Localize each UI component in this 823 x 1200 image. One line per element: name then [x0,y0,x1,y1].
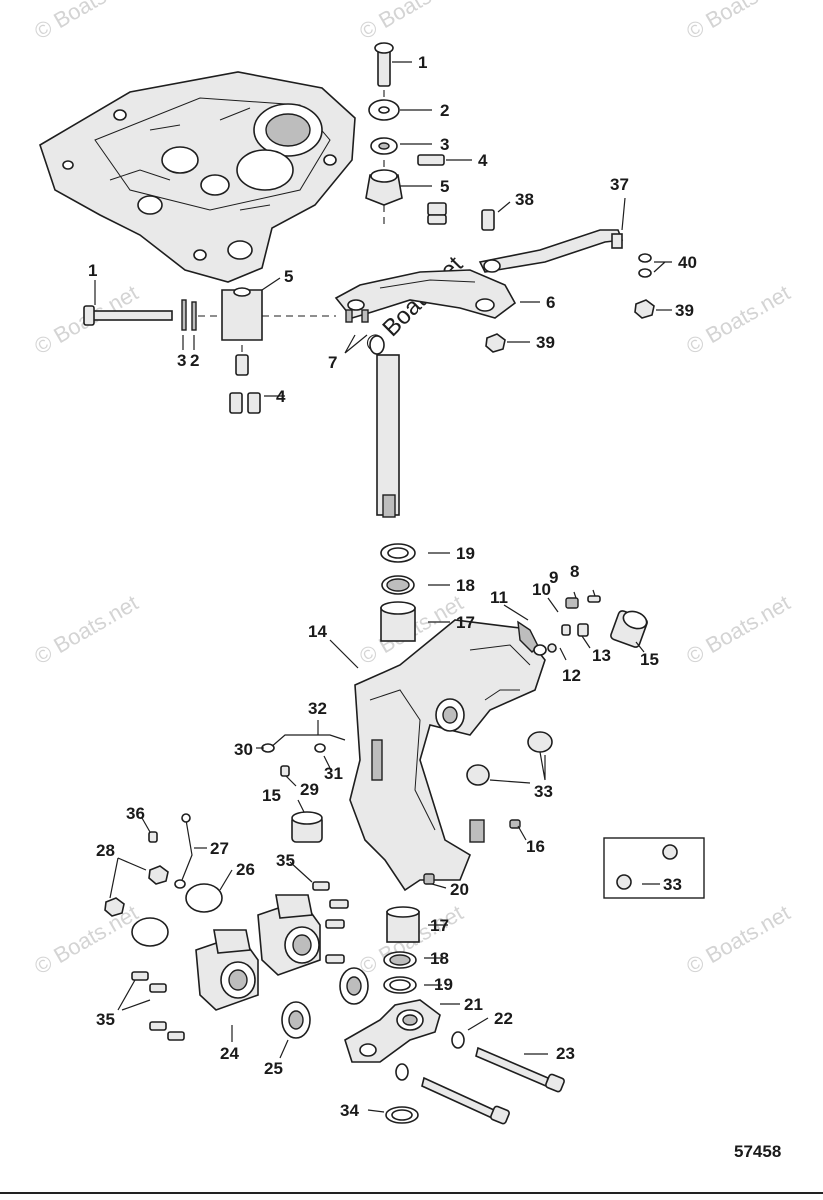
callout-33: 33 [663,875,682,894]
callout-9: 9 [549,568,558,587]
callout-19: 19 [434,975,453,994]
watermark: © Boats.net [30,900,142,979]
callouts: 1 2 3 4 5 38 37 40 1 5 6 39 39 3 2 7 4 1… [88,53,697,1120]
callout-1: 1 [418,53,427,72]
figure-number: 57458 [734,1142,781,1161]
bushings-33 [423,731,553,885]
callout-39: 39 [536,333,555,352]
callout-22: 22 [494,1009,513,1028]
callout-15: 15 [640,650,659,669]
mount-bolts [131,881,349,1041]
inset-box [603,837,705,899]
bottom-rule [0,1192,823,1194]
callout-2: 2 [190,351,199,370]
watermark: © Boats.net [682,590,794,669]
lower-hardware [385,1031,565,1125]
callout-10: 10 [532,580,551,599]
callout-28: 28 [96,841,115,860]
watermark: © Boats.net [30,0,142,44]
callout-3: 3 [177,351,186,370]
swivel-hardware [517,595,648,656]
right-hardware [481,209,655,353]
leader-lines [94,61,672,1113]
callout-33: 33 [534,782,553,801]
callout-1: 1 [88,261,97,280]
lower-left-hardware [104,813,223,947]
watermark: © Boats.net [682,280,794,359]
adapter-plate [39,71,356,283]
callout-7: 7 [328,353,337,372]
callout-15: 15 [262,786,281,805]
callout-29: 29 [300,780,319,799]
lower-mounts [195,894,321,1011]
callout-40: 40 [678,253,697,272]
callout-16: 16 [526,837,545,856]
steering-arm [334,269,517,323]
callout-5: 5 [284,267,293,286]
callout-8: 8 [570,562,579,581]
callout-39: 39 [675,301,694,320]
mount-washers [281,967,369,1039]
callout-18: 18 [456,576,475,595]
lower-yoke [344,999,441,1063]
callout-18: 18 [430,949,449,968]
callout-25: 25 [264,1059,283,1078]
callout-32: 32 [308,699,327,718]
callout-3: 3 [440,135,449,154]
swivel-bracket [349,619,546,892]
callout-19: 19 [456,544,475,563]
callout-17: 17 [430,916,449,935]
callout-35: 35 [96,1010,115,1029]
callout-5: 5 [440,177,449,196]
callout-38: 38 [515,190,534,209]
watermark: © Boats.net [355,0,467,44]
callout-30: 30 [234,740,253,759]
upper-bushings [380,543,416,642]
steering-shaft [369,335,400,518]
callout-35: 35 [276,851,295,870]
callout-14: 14 [308,622,327,641]
callout-26: 26 [236,860,255,879]
watermark: © Boats.net [682,900,794,979]
callout-13: 13 [592,646,611,665]
callout-2: 2 [440,101,449,120]
callout-36: 36 [126,804,145,823]
ground-wire-hardware [261,734,346,843]
callout-24: 24 [220,1044,239,1063]
watermark: © Boats.net [682,0,794,44]
callout-4: 4 [276,387,286,406]
callout-17: 17 [456,613,475,632]
callout-21: 21 [464,995,483,1014]
callout-37: 37 [610,175,629,194]
top-bolt-assembly [365,42,447,228]
callout-12: 12 [562,666,581,685]
callout-20: 20 [450,880,469,899]
callout-27: 27 [210,839,229,858]
callout-6: 6 [546,293,555,312]
steering-link-rod [478,229,624,273]
watermark: © Boats.net [30,590,142,669]
callout-31: 31 [324,764,343,783]
lower-bushings [383,906,420,994]
callout-23: 23 [556,1044,575,1063]
callout-34: 34 [340,1101,359,1120]
callout-11: 11 [490,588,508,607]
left-bolt-assembly [83,287,336,414]
callout-4: 4 [478,151,488,170]
